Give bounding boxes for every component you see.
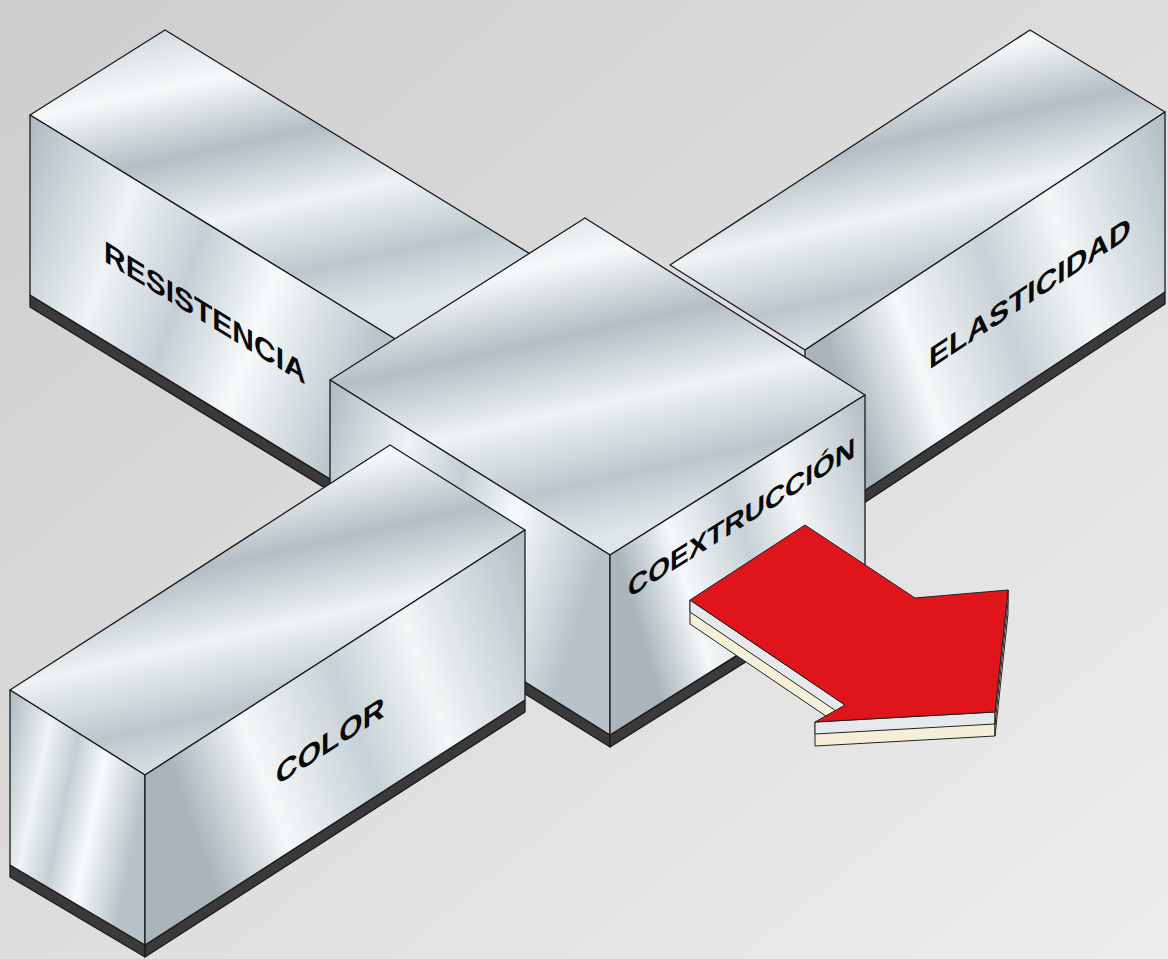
block-label: ELASTICIDAD <box>929 209 1131 376</box>
block-face: COLOR <box>272 682 389 798</box>
block-face: ELASTICIDAD <box>925 203 1135 383</box>
output-arrow <box>690 525 1008 746</box>
block-label: RESISTENCIA <box>104 234 306 391</box>
block-face: RESISTENCIA <box>100 228 310 398</box>
block-label: COEXTRUCCIÓN <box>628 431 856 605</box>
front-left-block <box>10 445 525 957</box>
block-label: COLOR <box>276 689 385 792</box>
block-face: COEXTRUCCIÓN <box>624 425 860 612</box>
